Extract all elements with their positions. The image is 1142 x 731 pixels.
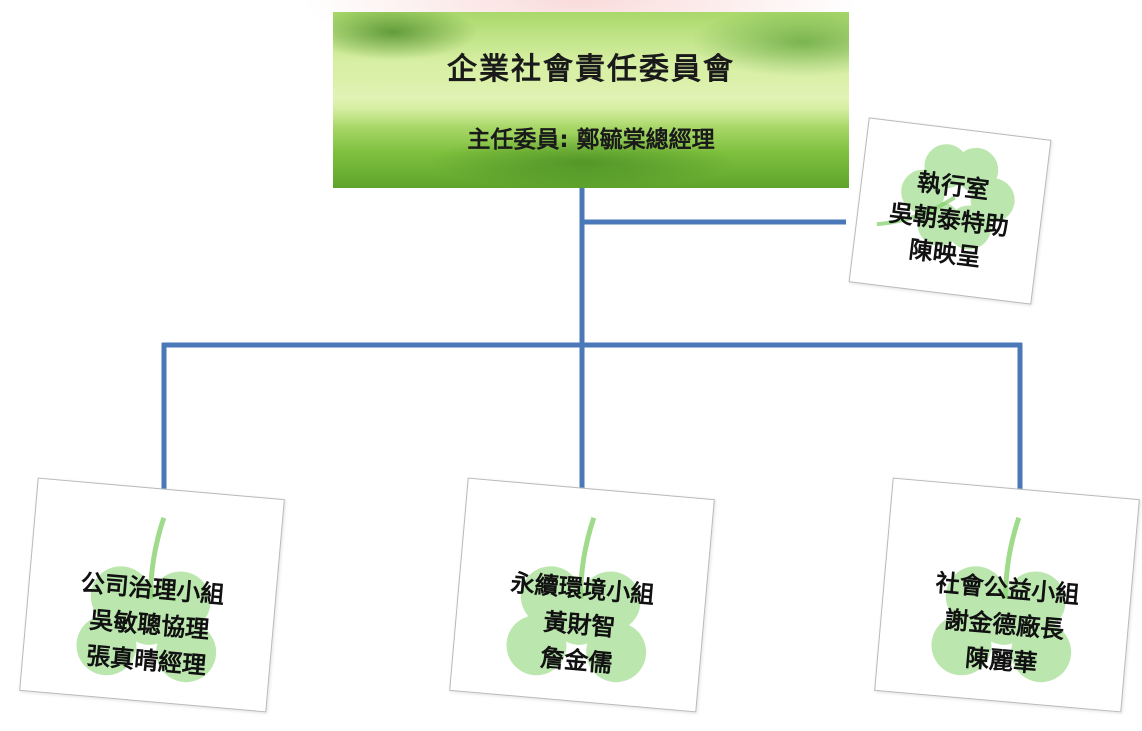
- environment-group-text: 永續環境小組 黃財智 詹金儒: [452, 560, 706, 689]
- committee-header-box: 企業社會責任委員會 主任委員: 鄭毓棠總經理: [333, 12, 849, 188]
- committee-chair: 主任委員: 鄭毓棠總經理: [467, 127, 715, 153]
- executive-office-text: 執行室 吳朝泰特助 陳映呈: [852, 158, 1045, 281]
- committee-title: 企業社會責任委員會: [447, 52, 735, 87]
- four-leaf-clover-icon: [876, 144, 1015, 250]
- social-group-card: 社會公益小組 謝金德廠長 陳麗華: [874, 477, 1140, 713]
- four-leaf-clover-icon: [506, 516, 647, 683]
- header-background-shine: [333, 67, 849, 127]
- governance-group-card: 公司治理小組 吳敏聰協理 張真晴經理: [19, 477, 285, 713]
- environment-group-card: 永續環境小組 黃財智 詹金儒: [449, 477, 715, 713]
- executive-office-card: 執行室 吳朝泰特助 陳映呈: [848, 117, 1052, 305]
- social-group-text: 社會公益小組 謝金德廠長 陳麗華: [877, 560, 1131, 689]
- four-leaf-clover-icon: [76, 516, 217, 683]
- governance-group-text: 公司治理小組 吳敏聰協理 張真晴經理: [22, 560, 276, 689]
- four-leaf-clover-icon: [931, 516, 1072, 683]
